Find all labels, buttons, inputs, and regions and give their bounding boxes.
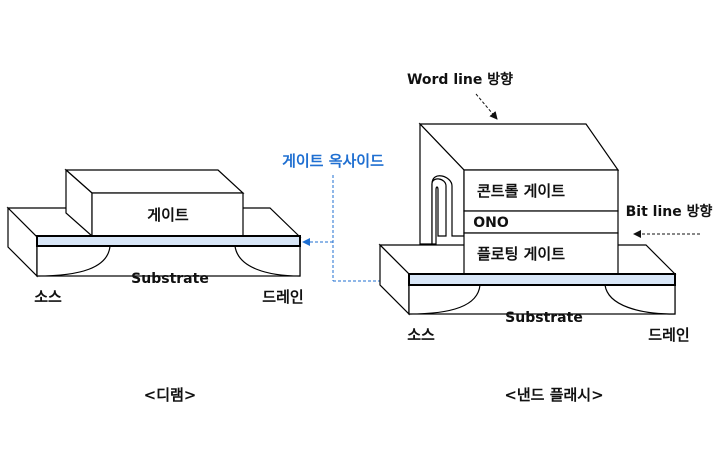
nand-drain-label: 드레인: [648, 326, 689, 344]
nand-source-label: 소스: [407, 326, 435, 344]
dram-substrate-label: Substrate: [131, 271, 209, 287]
dram-gate-oxide: [36, 235, 301, 247]
dram-gate-front: [91, 192, 244, 237]
dram-gate-label: 게이트: [147, 206, 189, 224]
nand-diagram: [378, 122, 677, 316]
nand-side-ono: [431, 178, 447, 245]
dram-drain-label: 드레인: [262, 288, 303, 306]
word-line-arrow: [475, 93, 498, 120]
nand-source-well: [408, 284, 481, 315]
nand-ono-label: ONO: [473, 215, 509, 231]
dram-source-label: 소스: [34, 288, 62, 306]
nand-drain-well: [604, 284, 676, 315]
dram-source-well: [36, 245, 111, 277]
dram-caption: <디램>: [144, 386, 197, 404]
dram-gate-top: [64, 169, 245, 194]
nand-gate-oxide: [408, 273, 676, 286]
dram-drain-well: [234, 245, 301, 277]
dram-diagram: [6, 168, 302, 278]
nand-substrate-label: Substrate: [505, 310, 583, 326]
bit-line-label: Bit line 방향: [626, 203, 713, 220]
word-line-label: Word line 방향: [407, 71, 513, 88]
nand-floating-gate-label: 플로팅 게이트: [477, 245, 565, 263]
gate-oxide-label: 게이트 옥사이드: [282, 152, 384, 170]
nand-control-gate-label: 콘트롤 게이트: [477, 182, 565, 200]
nand-caption: <낸드 플래시>: [504, 386, 603, 404]
nand-floating-gate-front: [463, 232, 619, 275]
